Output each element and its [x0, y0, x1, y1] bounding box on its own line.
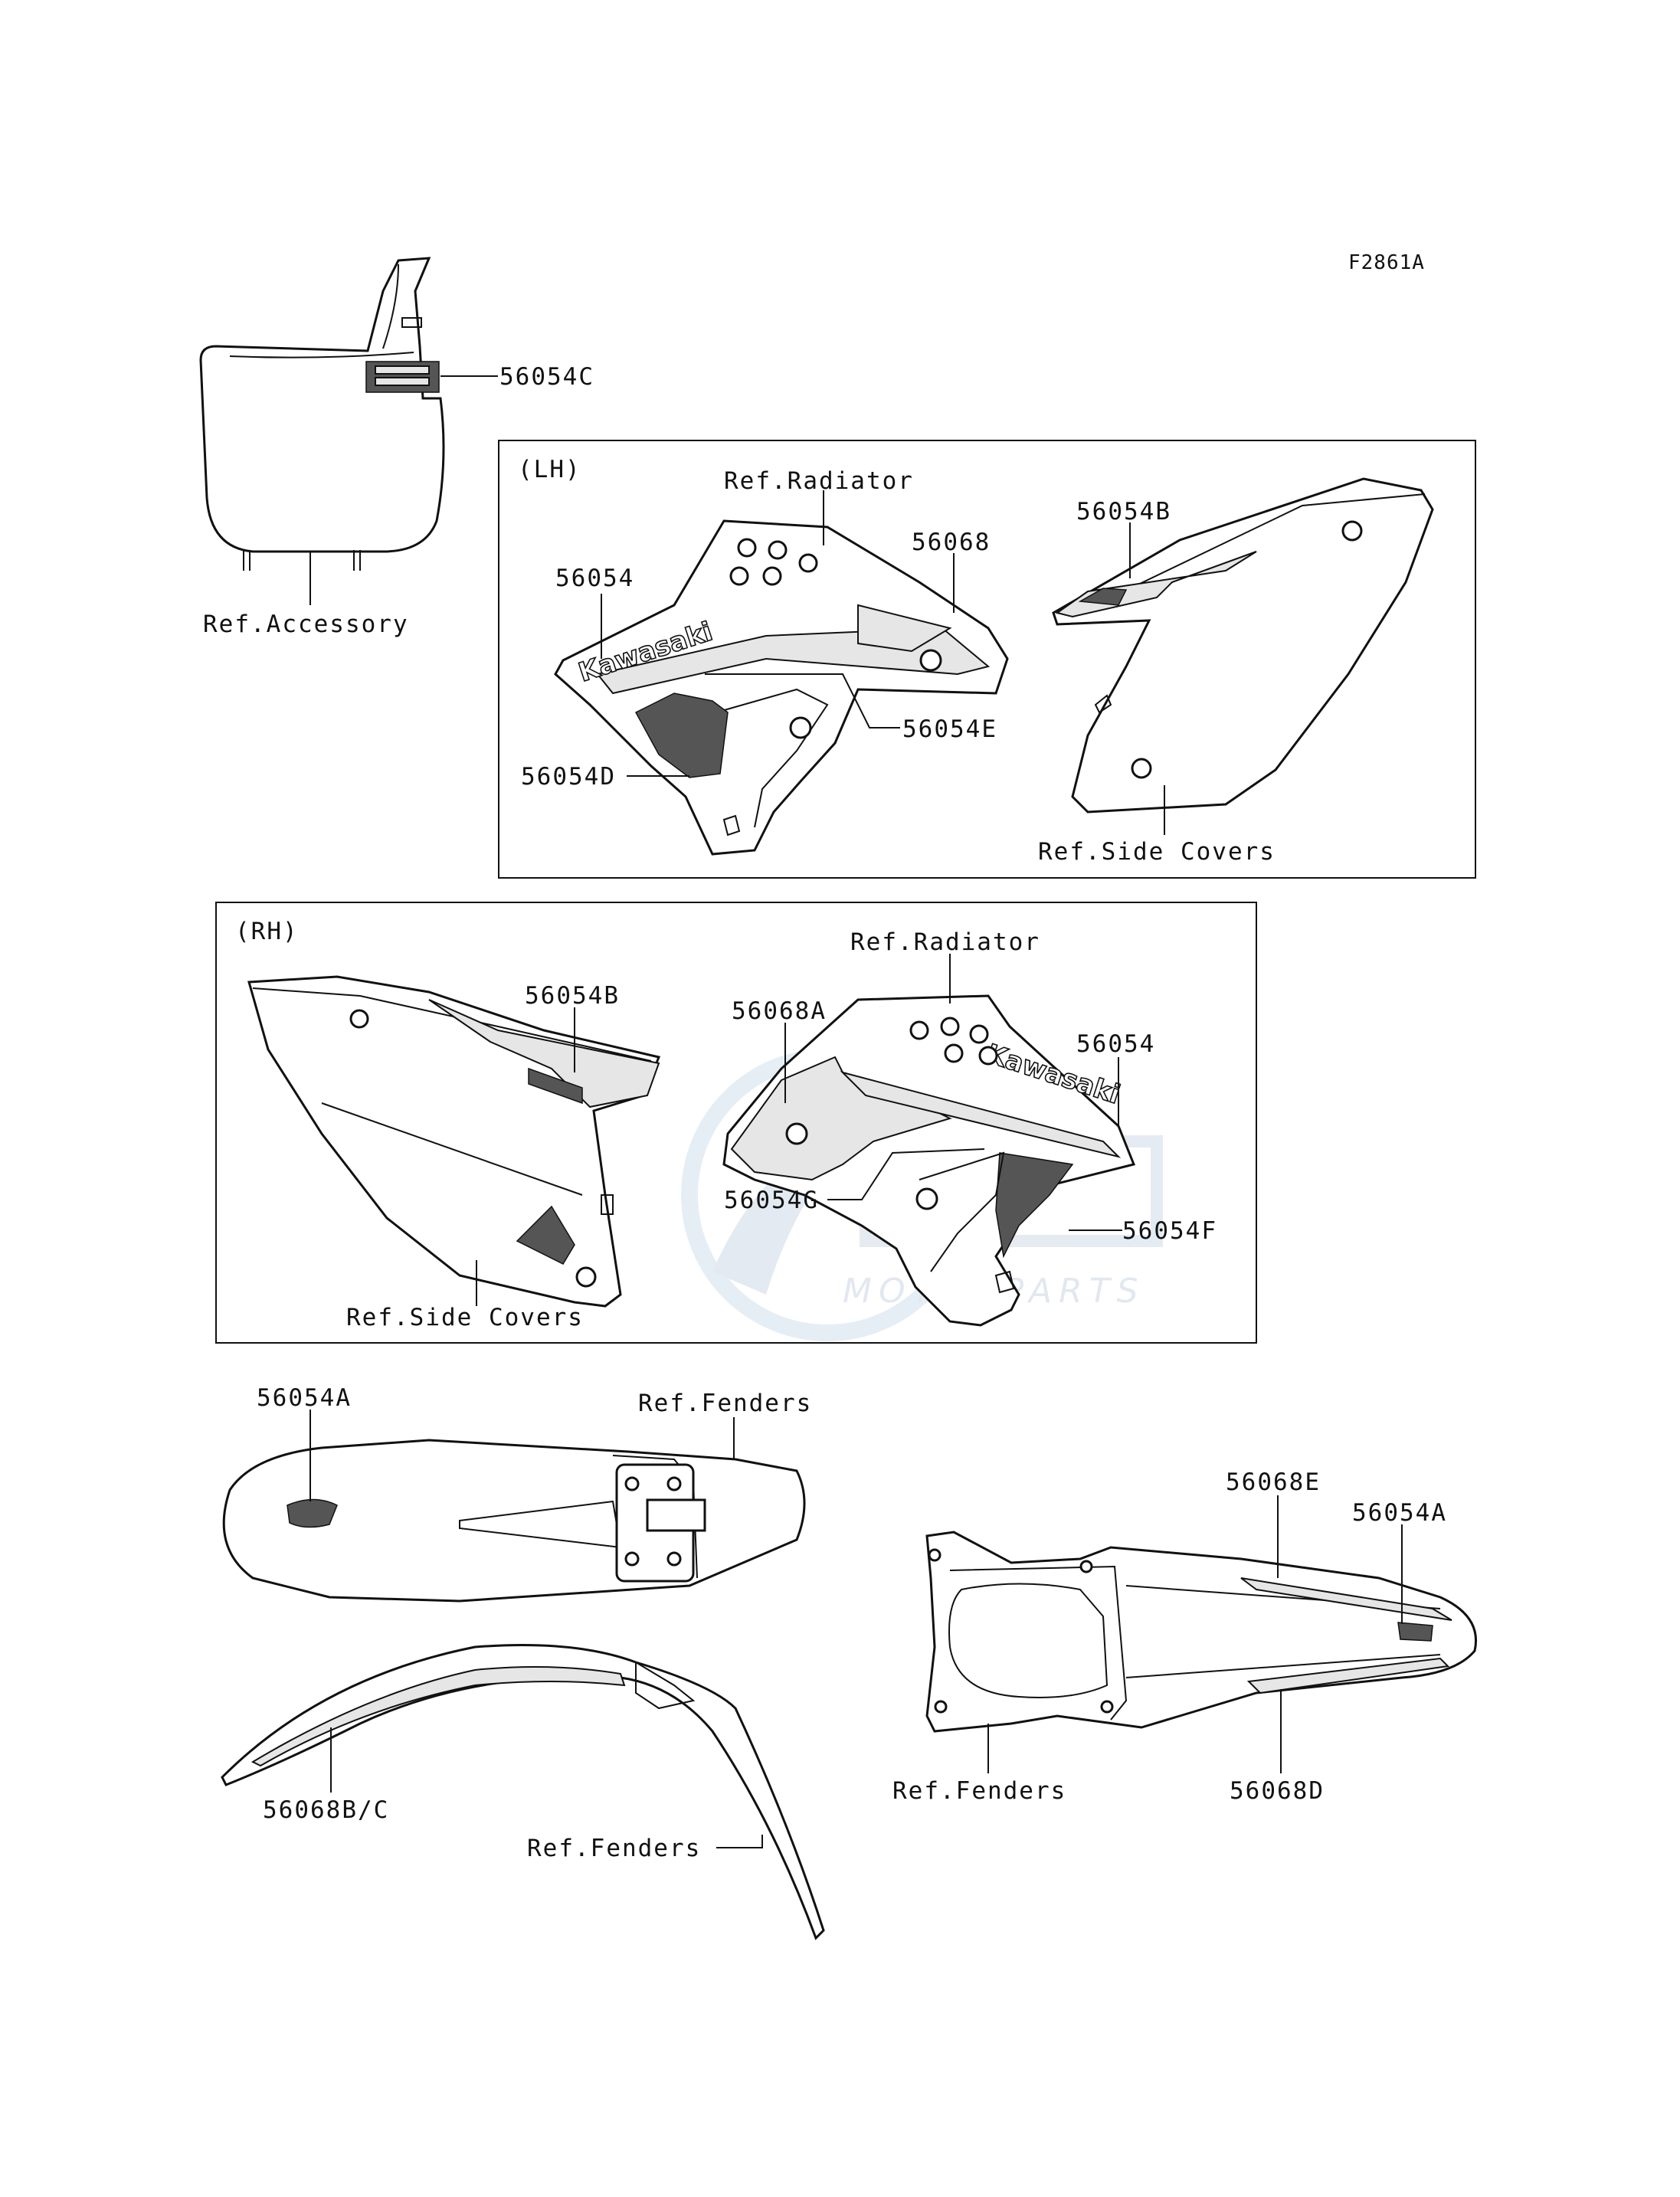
label-rh-56054F: 56054F — [1122, 1217, 1217, 1245]
label-rear-56054A: 56054A — [1352, 1499, 1447, 1527]
label-rh-56054G: 56054G — [724, 1187, 819, 1214]
rear-fender — [925, 1531, 1477, 1733]
label-rear-56068E: 56068E — [1226, 1468, 1321, 1496]
front-number-plate — [199, 257, 445, 571]
label-lh-56054: 56054 — [555, 565, 634, 592]
label-rh-56068A: 56068A — [732, 997, 827, 1025]
lh-section-box — [498, 440, 1476, 879]
label-front-ref-fenders-top: Ref.Fenders — [638, 1390, 812, 1417]
leader-lh-56054E — [705, 673, 900, 729]
rh-section-label: (RH) — [235, 918, 299, 945]
leader-rh-56054G — [827, 1148, 985, 1200]
lh-radiator-shroud: Kawasaki — [554, 519, 1009, 856]
label-rh-56054: 56054 — [1076, 1030, 1155, 1058]
rh-section-box — [215, 902, 1257, 1344]
label-rh-ref-side-covers: Ref.Side Covers — [346, 1304, 584, 1331]
label-lh-56054E: 56054E — [902, 715, 997, 743]
label-56054C: 56054C — [499, 363, 594, 391]
label-lh-ref-side-covers: Ref.Side Covers — [1038, 838, 1276, 866]
label-rh-56054B: 56054B — [525, 982, 620, 1010]
label-rear-56068D: 56068D — [1230, 1777, 1325, 1805]
rh-side-cover — [247, 975, 661, 1308]
label-front-56054A: 56054A — [257, 1384, 352, 1412]
front-fender-top-view — [222, 1439, 806, 1603]
label-front-ref-fenders-bottom: Ref.Fenders — [527, 1835, 701, 1862]
label-rh-ref-radiator: Ref.Radiator — [850, 928, 1040, 956]
lh-side-cover — [1052, 477, 1434, 814]
label-ref-accessory: Ref.Accessory — [203, 611, 409, 638]
label-rear-ref-fenders: Ref.Fenders — [892, 1777, 1066, 1805]
label-lh-ref-radiator: Ref.Radiator — [724, 467, 914, 495]
label-front-56068BC: 56068B/C — [263, 1796, 389, 1824]
lh-section-label: (LH) — [518, 456, 581, 483]
label-lh-56054B: 56054B — [1076, 498, 1171, 526]
label-lh-56068: 56068 — [912, 529, 991, 556]
front-fender-side-view — [221, 1644, 825, 1940]
label-lh-56054D: 56054D — [521, 763, 616, 791]
leader-front-ref-fenders-bottom — [716, 1835, 763, 1848]
diagram-code: F2861A — [1348, 251, 1425, 274]
